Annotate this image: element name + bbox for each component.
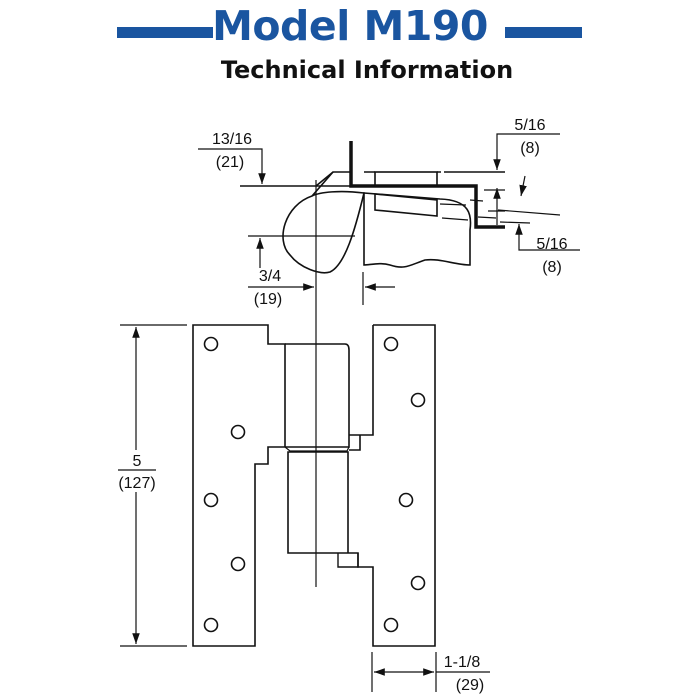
hinge-elevation xyxy=(192,324,436,647)
dim-leaf-width-mm: (29) xyxy=(456,677,484,694)
dim-5-16-top-fraction: 5/16 xyxy=(514,117,545,134)
screw-hole xyxy=(230,424,246,440)
left-leaf xyxy=(192,324,286,647)
screw-hole xyxy=(230,556,246,572)
plan-view xyxy=(240,141,561,587)
screw-holes xyxy=(203,336,426,633)
screw-hole xyxy=(203,617,219,633)
dim-13-16-fraction: 13/16 xyxy=(212,131,252,148)
cover-plate-top xyxy=(374,171,438,187)
dim-3-4-fraction: 3/4 xyxy=(259,268,281,285)
page-title: Model M190 xyxy=(212,2,488,50)
page-subtitle: Technical Information xyxy=(220,56,514,84)
door-section xyxy=(363,192,472,268)
dim-5-16-bottom-fraction: 5/16 xyxy=(536,236,567,253)
screw-hole xyxy=(398,492,414,508)
leaf-top-line xyxy=(315,171,505,187)
dim-13-16 xyxy=(198,148,266,184)
pivot-knuckle xyxy=(282,171,365,274)
dim-height-fraction: 5 xyxy=(133,453,142,470)
dimension-labels: 13/16 (21) 5/16 (8) 5/16 (8) 3/4 (19) 5 … xyxy=(118,117,567,694)
dim-5-16-top-mm: (8) xyxy=(520,140,540,157)
screw-hole xyxy=(410,392,426,408)
screw-hole xyxy=(203,336,219,352)
dim-5-16-bottom xyxy=(515,224,580,251)
dim-height-mm: (127) xyxy=(118,475,155,492)
screw-hole xyxy=(203,492,219,508)
dim-13-16-mm: (21) xyxy=(216,154,244,171)
dimension-lines xyxy=(118,133,580,692)
dim-5-16-bottom-mm: (8) xyxy=(542,259,562,276)
title-rule-right xyxy=(505,27,582,38)
cover-plate-bottom xyxy=(374,193,438,217)
dim-leaf-width-fraction: 1-1/8 xyxy=(444,654,481,671)
right-leaf xyxy=(287,324,436,647)
door-frame-section xyxy=(349,141,505,229)
title-rule-left xyxy=(117,27,213,38)
upper-knuckle xyxy=(285,343,350,448)
right-leaf-step xyxy=(349,325,374,451)
dim-3-4-mm: (19) xyxy=(254,291,282,308)
screw-hole xyxy=(410,575,426,591)
screw-hole xyxy=(383,336,399,352)
dim-5-16-top xyxy=(493,133,560,170)
screw-hole xyxy=(383,617,399,633)
